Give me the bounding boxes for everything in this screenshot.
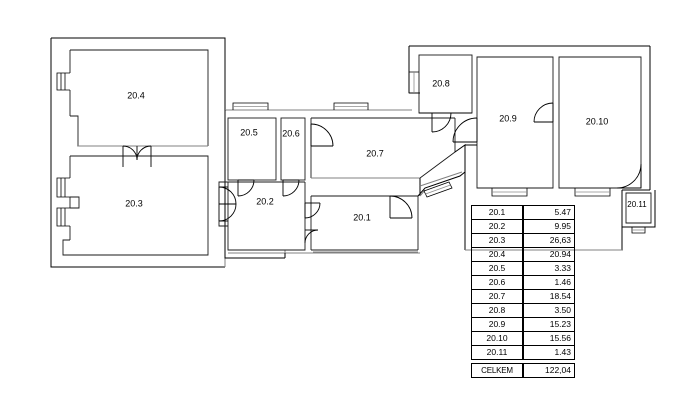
room-code-cell: 20.7 [471, 289, 524, 304]
room-area-cell: 1.43 [522, 345, 575, 360]
total-value: 122,04 [522, 363, 575, 378]
room-code-cell: 20.9 [471, 317, 524, 332]
window-angled-wall [423, 181, 453, 198]
door-20-8-bottom [431, 112, 452, 133]
room-area-cell: 18.54 [522, 289, 575, 304]
room-label-20-9: 20.9 [499, 113, 517, 123]
room-area-cell: 5.47 [522, 205, 575, 220]
room-20-6-outline [280, 117, 306, 181]
central-walls [224, 109, 420, 259]
window-20-5-top [232, 102, 269, 110]
room-code-cell: 20.10 [471, 331, 524, 346]
room-area-cell: 26,63 [522, 233, 575, 248]
door-20-1-right [389, 195, 413, 219]
room-label-20-4: 20.4 [127, 90, 145, 100]
room-label-20-3: 20.3 [125, 198, 143, 208]
room-20-1-outline [310, 195, 419, 253]
room-label-20-7: 20.7 [366, 148, 384, 158]
room-label-20-11: 20.11 [627, 200, 647, 209]
room-area-cell: 1.46 [522, 275, 575, 290]
window-20-3-lower [56, 207, 70, 227]
room-label-20-10: 20.10 [586, 116, 609, 126]
window-20-4-left [56, 72, 70, 91]
room-20-9-outline [476, 56, 554, 189]
room-code-cell: 20.4 [471, 247, 524, 262]
room-code-cell: 20.8 [471, 303, 524, 318]
window-20-8-left [408, 71, 419, 94]
door-20-6-to-20-2 [282, 179, 300, 197]
door-20-9-to-20-10 [533, 102, 554, 123]
door-20-7-left [310, 123, 334, 147]
area-schedule-total: CELKEM 122,04 [471, 363, 575, 378]
room-labels: 20.1 20.2 20.3 20.4 20.5 20.6 20.7 20.8 … [125, 78, 647, 222]
room-20-11-outline [621, 190, 656, 228]
room-20-4-outline [69, 49, 209, 147]
room-20-3-outline [62, 155, 209, 256]
room-label-20-1: 20.1 [353, 212, 371, 222]
total-label: CELKEM [471, 363, 524, 378]
room-label-20-2: 20.2 [256, 196, 274, 206]
room-area-cell: 3.50 [522, 303, 575, 318]
left-wing-walls [50, 37, 226, 268]
room-code-cell: 20.3 [471, 233, 524, 248]
door-20-5-to-20-2 [237, 179, 255, 197]
window-20-11-bottom [631, 227, 646, 234]
door-20-1-left [304, 202, 321, 244]
room-label-20-5: 20.5 [240, 127, 258, 137]
window-20-3-upper [56, 177, 70, 198]
door-20-10-to-20-11 [616, 163, 642, 189]
room-area-cell: 9.95 [522, 219, 575, 234]
room-area-cell: 15.56 [522, 331, 575, 346]
room-code-cell: 20.11 [471, 345, 524, 360]
door-20-9-left [452, 117, 478, 172]
room-code-cell: 20.5 [471, 261, 524, 276]
room-code-cell: 20.2 [471, 219, 524, 234]
room-code-cell: 20.1 [471, 205, 524, 220]
window-20-9-bottom [491, 188, 528, 197]
door-20-2-left-double [218, 181, 237, 227]
room-area-cell: 20.94 [522, 247, 575, 262]
room-code-cell: 20.6 [471, 275, 524, 290]
room-area-cell: 15.23 [522, 317, 575, 332]
window-20-10-bottom [574, 188, 611, 197]
room-label-20-6: 20.6 [282, 128, 300, 138]
window-20-7-top [333, 102, 369, 110]
angled-connector-walls [417, 144, 466, 250]
room-label-20-8: 20.8 [432, 78, 450, 88]
door-20-4-to-20-3 [122, 145, 152, 167]
room-area-cell: 3.33 [522, 261, 575, 276]
table-row-total: CELKEM 122,04 [471, 363, 575, 378]
